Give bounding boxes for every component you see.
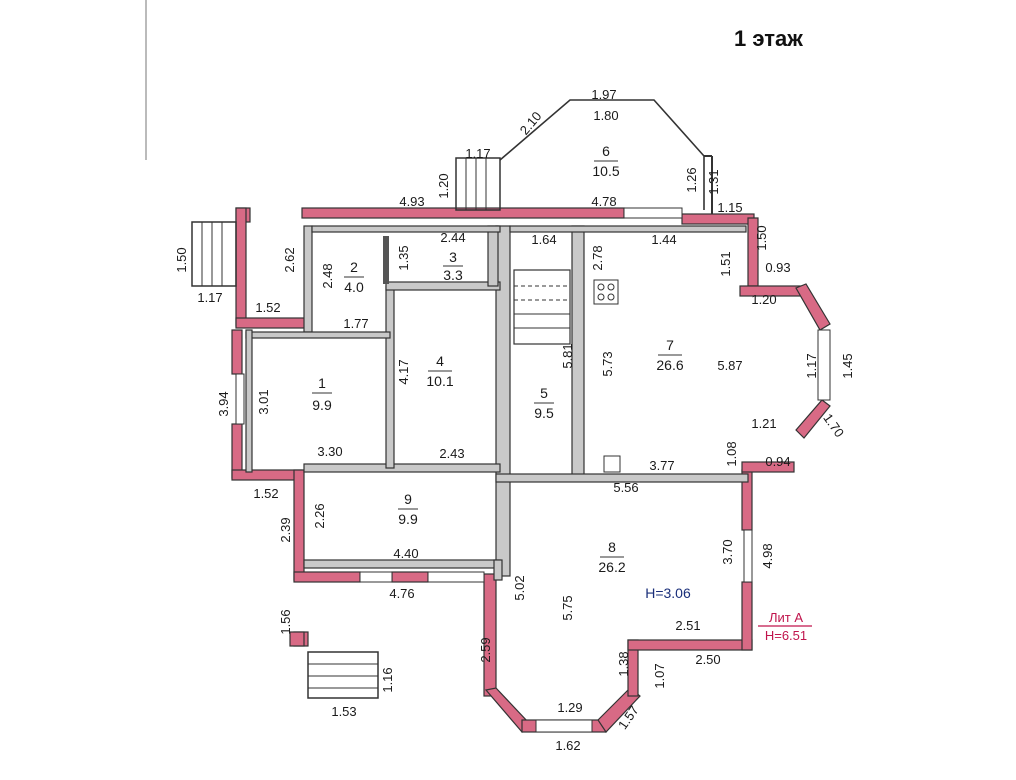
- room-2-area: 4.0: [344, 279, 364, 295]
- room-4-number: 4: [436, 353, 444, 369]
- room-2-number: 2: [350, 259, 358, 275]
- room-4-area: 10.1: [426, 373, 453, 389]
- lit-label: Лит А: [769, 610, 803, 625]
- dim-label: 1.29: [557, 700, 582, 715]
- interior-walls: [245, 225, 749, 581]
- dim-label: 1.53: [331, 704, 356, 719]
- room-labels: 1 9.9 2 4.0 3 3.3 4 10.1 5 9.5 6 10.5 7 …: [312, 143, 684, 575]
- dim-label: 1.50: [754, 225, 769, 250]
- dim-label: 4.93: [399, 194, 424, 209]
- dim-label: 1.17: [197, 290, 222, 305]
- dim-label: 1.20: [436, 173, 451, 198]
- room-7-number: 7: [666, 337, 674, 353]
- dim-label: 0.93: [765, 260, 790, 275]
- dim-label: 1.26: [684, 167, 699, 192]
- dim-label: 1.52: [255, 300, 280, 315]
- room-8-area: 26.2: [598, 559, 625, 575]
- room-5-area: 9.5: [534, 405, 554, 421]
- dim-label: 3.01: [256, 389, 271, 414]
- dim-label: 2.10: [517, 109, 545, 138]
- ceiling-height-label: H=3.06: [645, 585, 691, 601]
- dim-label: 2.51: [675, 618, 700, 633]
- dim-label: 1.35: [396, 245, 411, 270]
- dim-label: 4.98: [760, 543, 775, 568]
- dim-label: 4.76: [389, 586, 414, 601]
- room-1-area: 9.9: [312, 397, 332, 413]
- dimension-labels: 1.97 1.80 2.10 1.26 1.31 1.17 1.20 4.93 …: [174, 87, 855, 753]
- dim-label: 2.26: [312, 503, 327, 528]
- dim-label: 1.07: [652, 663, 667, 688]
- dim-label: 3.30: [317, 444, 342, 459]
- dim-label: 2.59: [478, 637, 493, 662]
- dim-label: 1.15: [717, 200, 742, 215]
- dim-label: 5.56: [613, 480, 638, 495]
- dim-label: 4.40: [393, 546, 418, 561]
- room-9-number: 9: [404, 491, 412, 507]
- dim-label: 5.81: [560, 343, 575, 368]
- dim-label: 3.77: [649, 458, 674, 473]
- dim-label: 5.73: [600, 351, 615, 376]
- dim-label: 1.21: [751, 416, 776, 431]
- dim-label: 1.38: [616, 651, 631, 676]
- lit-height-label: H=6.51: [765, 628, 807, 643]
- dim-label: 1.31: [706, 169, 721, 194]
- dim-label: 1.56: [278, 609, 293, 634]
- floor-title: 1 этаж: [734, 26, 803, 51]
- room-3-number: 3: [449, 249, 457, 265]
- room-3-area: 3.3: [443, 267, 463, 283]
- dim-label: 5.75: [560, 595, 575, 620]
- dim-label: 1.97: [591, 87, 616, 102]
- room-5-number: 5: [540, 385, 548, 401]
- dim-label: 4.78: [591, 194, 616, 209]
- dim-label: 1.64: [531, 232, 556, 247]
- dim-label: 2.43: [439, 446, 464, 461]
- dim-label: 1.20: [751, 292, 776, 307]
- dim-label: 1.17: [804, 353, 819, 378]
- room-9-area: 9.9: [398, 511, 418, 527]
- dim-label: 1.16: [380, 667, 395, 692]
- fixtures: [383, 236, 621, 473]
- dim-label: 2.62: [282, 247, 297, 272]
- dim-label: 2.39: [278, 517, 293, 542]
- dim-label: 5.87: [717, 358, 742, 373]
- dim-label: 1.45: [840, 353, 855, 378]
- dim-label: 3.70: [720, 539, 735, 564]
- bay-room-6: [499, 99, 713, 214]
- dim-label: 1.80: [593, 108, 618, 123]
- stairs: [191, 157, 571, 699]
- dim-label: 1.62: [555, 738, 580, 753]
- dim-label: 1.51: [718, 251, 733, 276]
- dim-label: 1.44: [651, 232, 676, 247]
- windows: [235, 207, 831, 733]
- dim-label: 1.08: [724, 441, 739, 466]
- dim-label: 3.94: [216, 391, 231, 416]
- room-7-area: 26.6: [656, 357, 683, 373]
- dim-label: 1.77: [343, 316, 368, 331]
- dim-label: 0.94: [765, 454, 790, 469]
- dim-label: 1.17: [465, 146, 490, 161]
- dim-label: 1.52: [253, 486, 278, 501]
- dim-label: 2.78: [590, 245, 605, 270]
- dim-label: 2.44: [440, 230, 465, 245]
- dim-label: 2.48: [320, 263, 335, 288]
- room-6-number: 6: [602, 143, 610, 159]
- dim-label: 5.02: [512, 575, 527, 600]
- dim-label: 1.50: [174, 247, 189, 272]
- room-6-area: 10.5: [592, 163, 619, 179]
- room-1-number: 1: [318, 375, 326, 391]
- dim-label: 1.70: [820, 411, 847, 440]
- dim-label: 4.17: [396, 359, 411, 384]
- dim-label: 2.50: [695, 652, 720, 667]
- room-8-number: 8: [608, 539, 616, 555]
